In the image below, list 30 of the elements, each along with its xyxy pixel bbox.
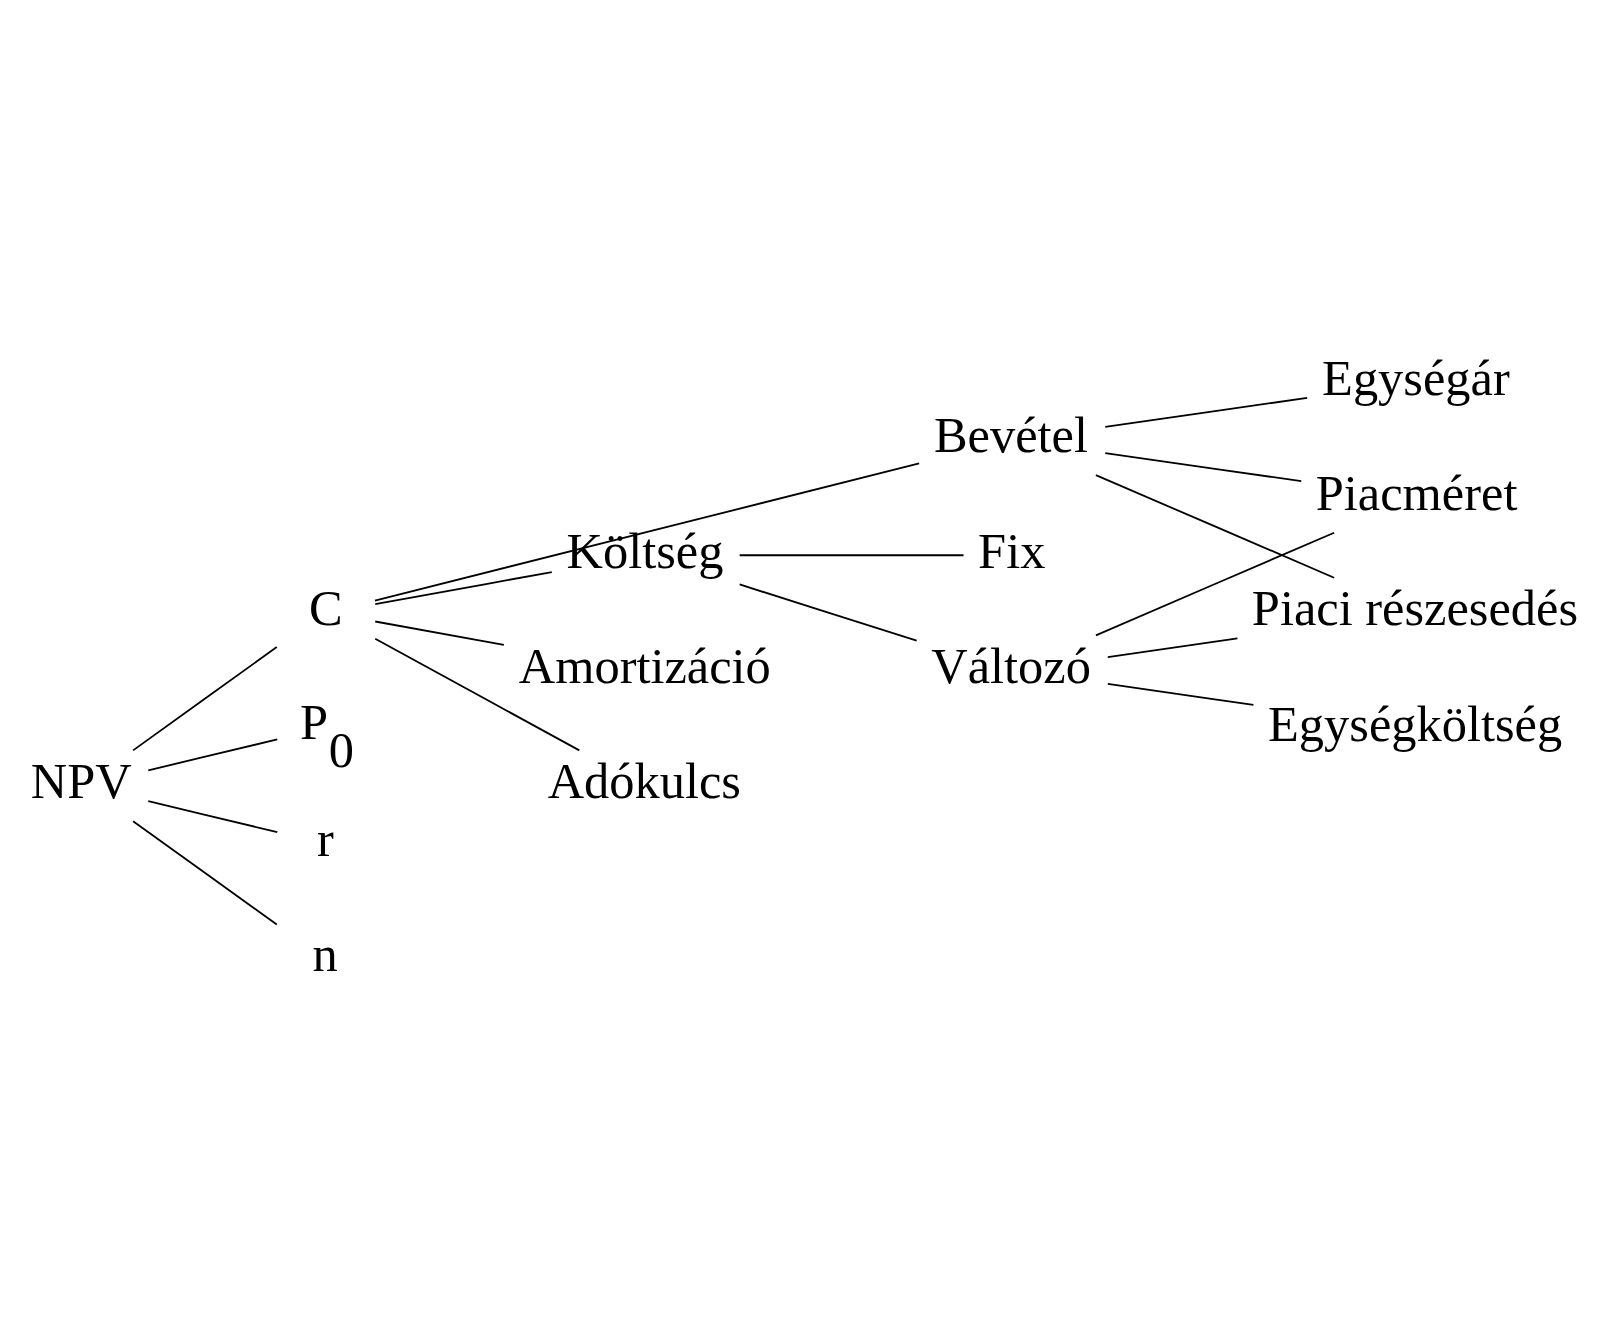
node-text: NPV xyxy=(30,752,132,809)
connector xyxy=(147,738,279,771)
connector xyxy=(1106,682,1255,706)
connector xyxy=(1104,451,1303,482)
connector xyxy=(1095,531,1335,636)
connector xyxy=(132,819,278,925)
connector xyxy=(738,583,918,642)
connector xyxy=(132,645,278,751)
node-text: Piacméret xyxy=(1315,464,1518,521)
node-text: r xyxy=(317,810,334,867)
connector xyxy=(1095,473,1335,579)
node-text: Költség xyxy=(566,522,724,579)
connector xyxy=(147,799,279,833)
connector xyxy=(374,637,581,751)
connector xyxy=(1104,396,1309,428)
node-text: C xyxy=(309,579,343,636)
node-text: Bevétel xyxy=(933,406,1088,463)
connector xyxy=(374,570,553,605)
node-text: Változó xyxy=(931,637,1091,694)
connector xyxy=(1106,637,1239,658)
node-text: n xyxy=(312,925,338,982)
node-text: Amortizáció xyxy=(518,637,771,694)
connector xyxy=(738,553,965,556)
node-text: Piaci részesedés xyxy=(1251,579,1579,636)
node-text: Adókulcs xyxy=(547,752,741,809)
node-text: Egységár xyxy=(1322,349,1510,406)
connector xyxy=(374,620,505,646)
node-text: Egységköltség xyxy=(1268,695,1563,752)
node-text: Fix xyxy=(978,522,1046,579)
connector xyxy=(374,462,921,601)
